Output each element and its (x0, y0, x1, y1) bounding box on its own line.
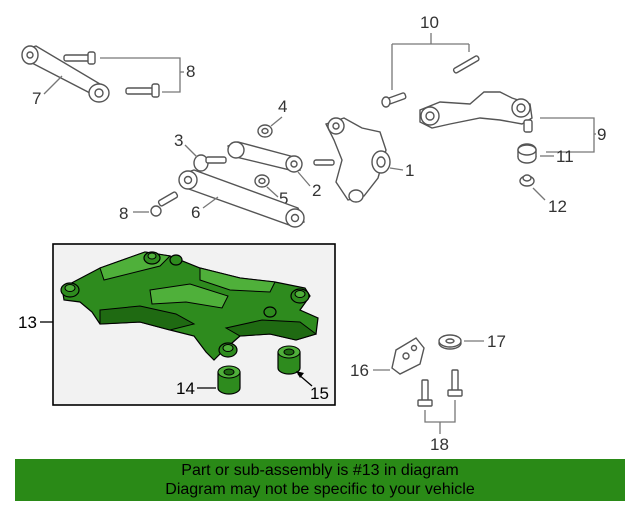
part-6-lateral-link[interactable] (178, 169, 305, 228)
callout-6: 6 (191, 203, 200, 222)
part-5-bushing[interactable] (254, 174, 270, 188)
leader-3 (184, 144, 198, 158)
callout-14: 14 (176, 379, 195, 398)
leader-12 (532, 187, 546, 201)
callout-1: 1 (405, 161, 414, 180)
part-7-control-arm[interactable] (21, 45, 110, 103)
callout-5: 5 (279, 189, 288, 208)
part-8-bolt-lower[interactable] (150, 191, 179, 217)
part-3-bolt[interactable] (193, 154, 227, 172)
notice-banner: Part or sub-assembly is #13 in diagram D… (15, 459, 625, 501)
part-10-bolts[interactable] (381, 55, 480, 108)
callout-9: 9 (597, 125, 606, 144)
part-8-bolt-upper[interactable] (63, 51, 160, 98)
callout-16: 16 (350, 361, 369, 380)
callout-2: 2 (312, 181, 321, 200)
part-11-bushing[interactable] (517, 143, 537, 164)
callout-15: 15 (310, 384, 329, 403)
notice-line-1: Part or sub-assembly is #13 in diagram (181, 462, 459, 479)
callout-8-top: 8 (186, 62, 195, 81)
leader-15-arrowhead (296, 371, 304, 378)
part-2-link[interactable] (227, 141, 303, 173)
callout-4: 4 (278, 97, 287, 116)
leader-7 (43, 75, 63, 95)
leader-8-top (100, 57, 181, 93)
part-13-subframe[interactable] (60, 251, 319, 361)
part-15-bushing[interactable] (277, 345, 301, 375)
callout-3: 3 (174, 131, 183, 150)
leader-2 (297, 171, 311, 187)
leader-6 (202, 196, 219, 209)
part-1-knuckle[interactable] (313, 117, 391, 203)
callout-18: 18 (430, 435, 449, 454)
callout-10: 10 (420, 13, 439, 32)
callout-13: 13 (18, 313, 37, 332)
leader-5 (266, 186, 279, 198)
part-12-cap[interactable] (519, 174, 535, 187)
callout-12: 12 (548, 197, 567, 216)
callout-17: 17 (487, 332, 506, 351)
leader-1 (389, 167, 404, 171)
leader-4 (270, 116, 283, 127)
part-4-bushing[interactable] (257, 124, 273, 138)
part-9-lower-arm[interactable] (419, 91, 533, 133)
part-17-washer[interactable] (438, 334, 462, 350)
part-16-bracket[interactable] (391, 337, 425, 375)
callout-8-lower: 8 (119, 204, 128, 223)
leader-9 (540, 117, 595, 153)
callout-7: 7 (32, 89, 41, 108)
callout-11: 11 (556, 147, 574, 166)
notice-line-2: Diagram may not be specific to your vehi… (165, 481, 475, 498)
part-18-bolts[interactable] (417, 369, 463, 407)
part-14-bushing[interactable] (217, 365, 241, 395)
